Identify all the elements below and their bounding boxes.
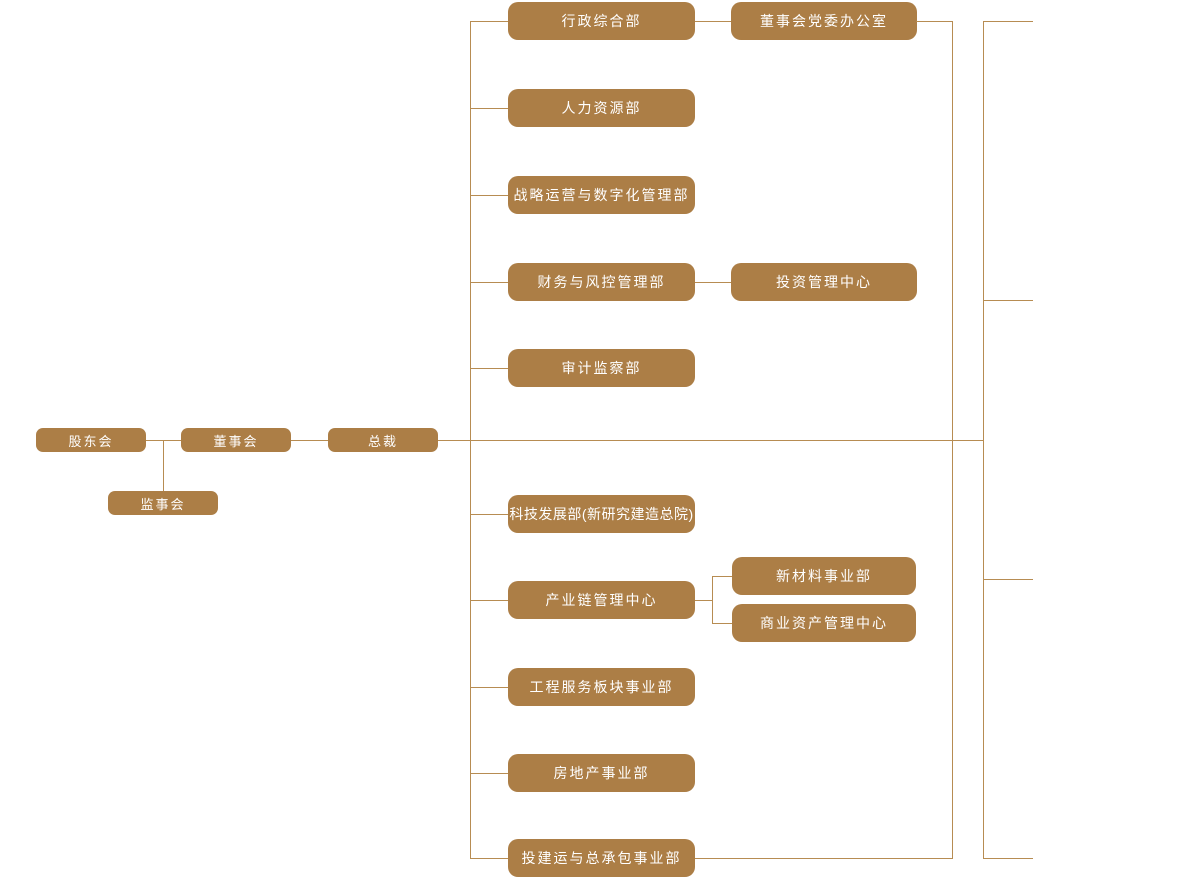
connector-admin-party-office [695,21,731,22]
stub-offscreen-2 [983,300,1033,301]
connector-supervisory-drop [163,440,164,491]
node-dept-strategy-digital: 战略运营与数字化管理部 [508,176,695,214]
node-sub-new-materials: 新材料事业部 [732,557,916,595]
stub-offscreen-4 [983,858,1033,859]
connector-industry-chain-split [712,576,713,624]
node-dept-engineering-services: 工程服务板块事业部 [508,668,695,706]
node-shareholders-meeting: 股东会 [36,428,146,452]
node-dept-finance-risk: 财务与风控管理部 [508,263,695,301]
connector-bottom-row [695,858,952,859]
node-sub-investment-management-center: 投资管理中心 [731,263,917,301]
connector-finance-investment-center [695,282,731,283]
stub-offscreen-1 [983,21,1033,22]
connector-commercial-assets-in [712,623,732,624]
stub-dept-8 [470,687,508,688]
stub-dept-3 [470,195,508,196]
node-dept-invest-build-epc: 投建运与总承包事业部 [508,839,695,877]
node-board-of-directors: 董事会 [181,428,291,452]
connector-industry-chain-out [695,600,712,601]
node-sub-commercial-assets: 商业资产管理中心 [732,604,916,642]
node-president: 总裁 [328,428,438,452]
node-dept-industry-chain: 产业链管理中心 [508,581,695,619]
node-dept-audit-supervision: 审计监察部 [508,349,695,387]
node-supervisory-board: 监事会 [108,491,218,515]
stub-dept-9 [470,773,508,774]
node-dept-tech-development: 科技发展部(新研究建造总院) [508,495,695,533]
stub-dept-6 [470,514,508,515]
connector-new-materials-in [712,576,732,577]
node-dept-human-resources: 人力资源部 [508,89,695,127]
connector-party-office-rail [916,21,952,22]
node-dept-admin-general: 行政综合部 [508,2,695,40]
stub-offscreen-3 [983,579,1033,580]
stub-dept-10 [470,858,508,859]
node-dept-real-estate: 房地产事业部 [508,754,695,792]
connector-president-trunk [438,440,983,441]
connector-board-president [291,440,328,441]
stub-dept-4 [470,282,508,283]
node-sub-party-committee-office: 董事会党委办公室 [731,2,917,40]
stub-dept-1 [470,21,508,22]
stub-dept-7 [470,600,508,601]
stub-dept-2 [470,108,508,109]
rail-right-inner [952,21,953,859]
rail-right-outer [983,21,984,859]
stub-dept-5 [470,368,508,369]
rail-departments-left [470,21,471,859]
